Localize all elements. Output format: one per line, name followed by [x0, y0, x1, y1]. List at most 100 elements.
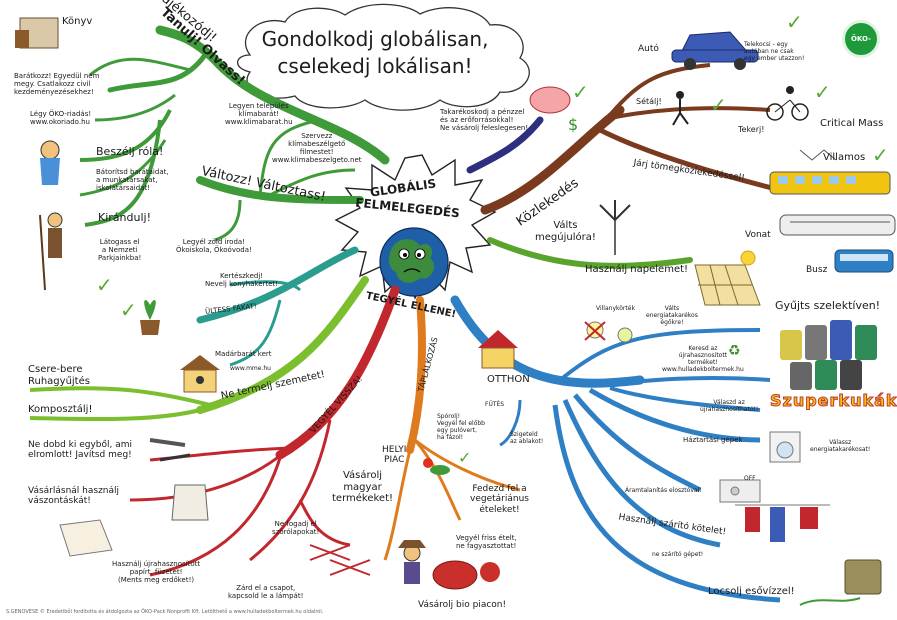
- vegetables-icon: [423, 458, 450, 475]
- text-legyen: Legyen település klímabarát! www.klimaba…: [225, 102, 293, 127]
- label-helyi-piac: HELYI PIAC: [382, 445, 407, 466]
- check-icon: ✓: [96, 273, 113, 297]
- branch-orange: [406, 296, 426, 454]
- grass-hose-icon: [799, 597, 861, 606]
- branch-lightgreen: [196, 276, 369, 414]
- label-beszelj: Beszélj róla!: [96, 145, 164, 158]
- label-madarbarat: Madárbarát kert: [215, 350, 272, 358]
- label-mme: www.mme.hu: [230, 365, 271, 372]
- clothesline-icon: [735, 504, 830, 542]
- branch-green-mid: [196, 176, 364, 204]
- label-valts-megujulora: Válts megújulóra!: [535, 220, 596, 243]
- text-papir: Használj újrahasznosított papírt, füzete…: [112, 560, 201, 585]
- text-magyar: Vásárolj magyar termékeket!: [332, 470, 394, 504]
- label-setalj: Sétálj!: [636, 97, 662, 106]
- rain-barrel-icon: [844, 559, 882, 595]
- label-critical-mass: Critical Mass: [820, 118, 884, 129]
- text-legyel: Legyél zöld iroda! Ökoiskola, Ökoóvoda!: [176, 238, 252, 255]
- text-sporolj: Spórolj! Vegyél fel előbb egy pulóvert, …: [437, 413, 485, 441]
- car-icon: [671, 31, 759, 70]
- label-csere: Csere-bere Ruhagyűjtés: [28, 364, 90, 387]
- label-otthon: OTTHON: [487, 374, 530, 385]
- house-icon: [478, 330, 518, 369]
- plant-icon: [140, 300, 160, 335]
- bag-icon: [171, 484, 209, 521]
- farmer-icon: [398, 540, 426, 584]
- walker-icon: [672, 91, 689, 126]
- label-tekerj: Tekerj!: [738, 125, 765, 134]
- switch-icon: [719, 479, 761, 503]
- oko-pack-badge: ÖKO-Pack: [842, 20, 880, 75]
- label-busz: Busz: [806, 265, 828, 275]
- text-beszelj: Bátorítsd barátaidat, a munkatársakat, i…: [96, 168, 169, 193]
- hiker-icon: [39, 212, 63, 291]
- label-futes: FŰTÉS: [485, 401, 505, 408]
- label-napelem: Használj napelemet!: [585, 264, 689, 275]
- check-icon: ✓: [814, 80, 831, 104]
- train-icon: [779, 214, 896, 236]
- text-kirandulj: Látogass el a Nemzeti Parkjainkba!: [98, 238, 142, 263]
- label-villanykortek: Villanykörték: [596, 305, 635, 312]
- label-villamos: Villamos: [823, 152, 866, 163]
- branch-brown: [480, 105, 625, 215]
- branch-green-right: [487, 237, 693, 269]
- label-kompost: Komposztálj!: [28, 404, 93, 415]
- text-barat: Barátkozz! Egyedül nem megy. Csatlakozz …: [14, 72, 100, 97]
- svg-text:♻: ♻: [728, 343, 741, 359]
- person-talk-icon: [40, 140, 60, 185]
- label-gyujts: Gyűjts szelektíven!: [775, 299, 881, 312]
- thought-cloud: [236, 3, 530, 111]
- check-icon: ✓: [786, 10, 803, 34]
- text-takarekoskodj: Takarékoskodj a pénzzel és az erőforráso…: [440, 108, 529, 133]
- label-auto: Autó: [638, 44, 659, 54]
- lightbulb-icon: [584, 321, 633, 343]
- faucet-icon: [309, 544, 371, 576]
- check-icon: ✓: [120, 298, 137, 322]
- paper-stack-icon: [59, 519, 113, 557]
- label-off: OFF: [744, 475, 756, 482]
- tomato-basket-icon: [432, 560, 500, 590]
- tram-icon: [769, 149, 891, 195]
- text-szorolap: Ne fogadj el szórólapokat!: [272, 520, 320, 537]
- text-vegetarianus: Fedezd fel a vegetáriánus ételeket!: [470, 484, 529, 515]
- text-valts-energia: Válts energiatakarékos égőkre!: [646, 305, 698, 326]
- text-ne-szarito: ne szárító gépet!: [652, 551, 704, 558]
- text-friss: Vegyél friss ételt, ne fagyasztottat!: [456, 534, 517, 551]
- check-icon: ✓: [572, 80, 589, 104]
- check-icon: ✓: [458, 448, 472, 467]
- recycle-icon: ♻: [728, 343, 741, 359]
- birdhouse-icon: [180, 355, 220, 393]
- headline: Gondolkodj globálisan, cselekedj lokális…: [225, 26, 525, 80]
- solar-panel-icon: [694, 264, 761, 306]
- svg-text:$: $: [568, 115, 578, 134]
- footer-credit: S.GENOVESE © Eredetiből fordította és át…: [6, 609, 324, 615]
- bus-icon: [834, 249, 894, 273]
- branch-red: [275, 285, 400, 460]
- text-telekocsi: Telekocsi - egy autóban ne csak egy embe…: [744, 41, 805, 62]
- washer-icon: [769, 431, 801, 463]
- headline-line1: Gondolkodj globálisan,: [261, 27, 489, 51]
- text-valassz: Válassz energiatakarékosat!: [810, 439, 871, 453]
- text-kerteszkedj: Kertészkedj! Nevelj konyhakertet!: [205, 272, 279, 289]
- label-vonat: Vonat: [745, 230, 771, 240]
- sun-icon: [740, 250, 756, 266]
- label-haztartasi: Háztartási gépek: [683, 436, 743, 444]
- text-zard: Zárd el a csapot, kapcsold le a lámpát!: [228, 584, 304, 601]
- branch-navy: [466, 116, 544, 174]
- label-kirandulj: Kirándulj!: [98, 211, 151, 224]
- label-locsolj: Locsolj esővízzel!: [708, 586, 795, 597]
- label-superkukak: Szuperkukák: [770, 391, 897, 411]
- label-bio: Vásárolj bio piacon!: [418, 600, 507, 610]
- text-valaszd: Válaszd az újrahasznosíthatót!: [700, 399, 759, 413]
- text-ne-dobd: Ne dobd ki egyből, ami elromlott! Javíts…: [28, 440, 133, 461]
- check-icon: ✓: [872, 143, 889, 167]
- book-icon: [15, 17, 59, 49]
- piggy-bank-icon: $: [529, 86, 578, 134]
- bicycle-icon: [766, 86, 809, 121]
- text-szervezz: Szervezz klímabeszélgető filmestet! www.…: [272, 132, 362, 165]
- check-icon: ✓: [710, 93, 727, 117]
- recycle-bins-icon: [780, 320, 877, 390]
- text-keresd: Keresd az újrahasznosított terméket! www…: [662, 345, 744, 373]
